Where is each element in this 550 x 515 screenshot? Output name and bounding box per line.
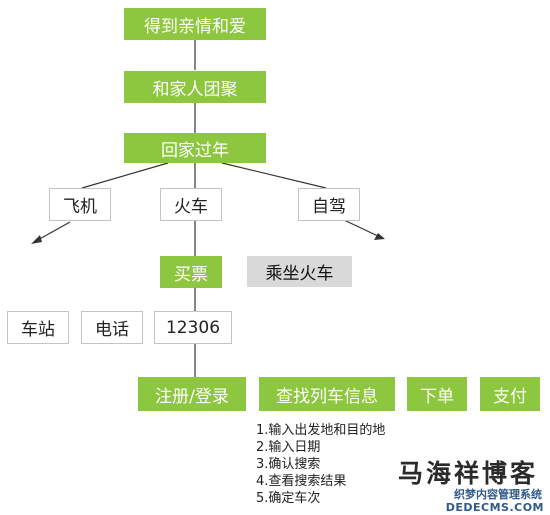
watermark-title: 马海祥博客 [398,459,539,488]
node-plane: 飞机 [49,188,111,221]
edge-home-to-drive [221,162,327,189]
node-place-order: 下单 [407,377,467,411]
step-item: 3.确认搜索 [256,457,321,472]
edge-plane-to-arrow [35,221,71,242]
node-reunion: 和家人团聚 [124,71,266,103]
watermark: 马海祥博客 织梦内容管理系统 DEDECMS.COM [398,459,548,515]
node-ride-train: 乘坐火车 [247,256,352,287]
watermark-subtitle: 织梦内容管理系统 [454,488,542,501]
arrowhead-drive [374,233,385,240]
node-train: 火车 [160,188,222,221]
node-buy-ticket: 买票 [160,256,222,288]
node-12306: 12306 [154,311,232,344]
step-item: 2.输入日期 [256,440,321,455]
arrowhead-plane [31,235,42,244]
node-register-login: 注册/登录 [138,377,246,411]
node-go-home: 回家过年 [124,133,266,163]
watermark-url: DEDECMS.COM [445,501,544,514]
node-pay: 支付 [480,377,540,411]
node-drive: 自驾 [298,188,360,221]
step-item: 4.查看搜索结果 [256,474,347,489]
node-family-love: 得到亲情和爱 [124,8,266,40]
step-item: 5.确定车次 [256,491,321,506]
edge-drive-to-arrow [343,219,381,238]
search-steps-list: 1.输入出发地和目的地 2.输入日期 3.确认搜索 4.查看搜索结果 5.确定车… [256,422,385,507]
edge-home-to-plane [81,162,169,189]
step-item: 1.输入出发地和目的地 [256,423,386,438]
node-search-train: 查找列车信息 [259,377,395,411]
node-phone: 电话 [81,311,143,344]
node-station: 车站 [7,311,69,344]
